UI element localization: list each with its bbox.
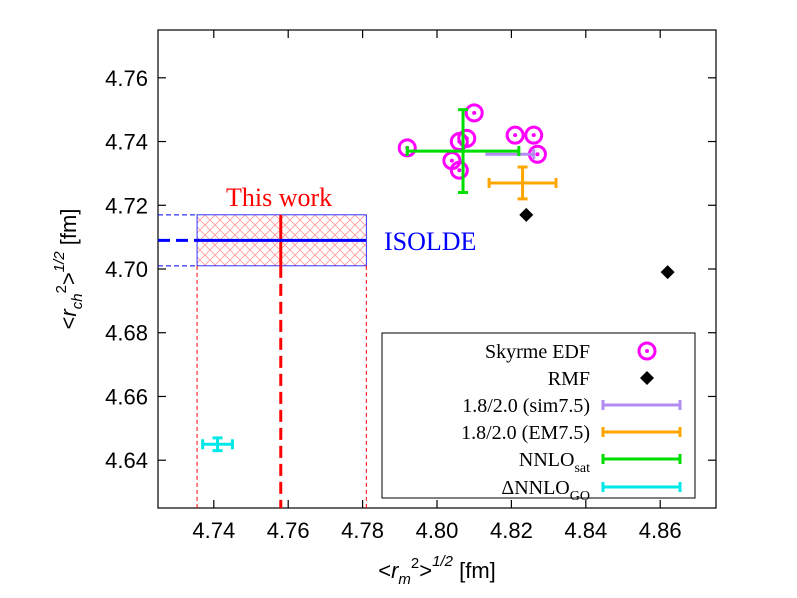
y-tick-label: 4.68 (105, 321, 148, 346)
skyrme-point-center (531, 133, 536, 138)
data-layer (201, 103, 675, 453)
skyrme-point-center (464, 136, 469, 141)
skyrme-point-center (472, 110, 477, 115)
legend-box (381, 332, 696, 499)
y-tick-label: 4.70 (105, 257, 148, 282)
rmf-point (519, 207, 534, 222)
legend-label: RMF (548, 368, 590, 390)
this-work-band (196, 214, 367, 508)
legend-label: 1.8/2.0 (EM7.5) (461, 422, 590, 444)
legend-label: 1.8/2.0 (sim7.5) (462, 395, 590, 417)
skyrme-point-center (535, 152, 540, 157)
y-axis-title: <rch2>1/2 [fm] (51, 209, 86, 330)
skyrme-point-center (449, 158, 454, 163)
skyrme-point-center (457, 168, 462, 173)
skyrme-point (464, 103, 484, 123)
skyrme-point (449, 160, 469, 180)
rmf-point (660, 265, 675, 280)
x-tick-label: 4.76 (267, 518, 310, 543)
x-axis-ticks: 4.74 4.76 4.78 4.80 4.82 4.84 4.86 (192, 30, 682, 543)
x-tick-label: 4.74 (192, 518, 235, 543)
x-tick-label: 4.78 (341, 518, 384, 543)
legend-label: NNLOsat (519, 449, 590, 476)
skyrme-point (524, 125, 544, 145)
isolde-band (158, 214, 367, 267)
legend-rmf-marker (640, 371, 654, 385)
isolde-label: ISOLDE (384, 227, 476, 256)
this-work-label: This work (226, 183, 332, 212)
x-tick-label: 4.86 (639, 518, 682, 543)
legend: Skyrme EDF RMF 1.8/2.0 (sim7.5) 1.8/2.0 (EM… (461, 341, 682, 504)
x-tick-label: 4.82 (490, 518, 533, 543)
skyrme-point (457, 128, 477, 148)
legend-skyrme-marker-center (645, 349, 649, 353)
legend-skyrme-marker (637, 341, 657, 361)
legend-label: ΔNNLOGO (501, 477, 590, 504)
y-axis-ticks: 4.64 4.66 4.68 4.70 4.72 4.74 4.76 (105, 66, 716, 473)
x-tick-label: 4.84 (564, 518, 607, 543)
x-axis-title: <rm2>1/2 [fm] (378, 553, 496, 588)
skyrme-point-center (513, 133, 518, 138)
y-tick-label: 4.66 (105, 384, 148, 409)
x-tick-label: 4.80 (416, 518, 459, 543)
y-tick-label: 4.76 (105, 66, 148, 91)
y-tick-label: 4.64 (105, 448, 148, 473)
skyrme-point (505, 125, 525, 145)
y-tick-label: 4.72 (105, 193, 148, 218)
y-tick-label: 4.74 (105, 130, 148, 155)
legend-label: Skyrme EDF (485, 341, 590, 363)
